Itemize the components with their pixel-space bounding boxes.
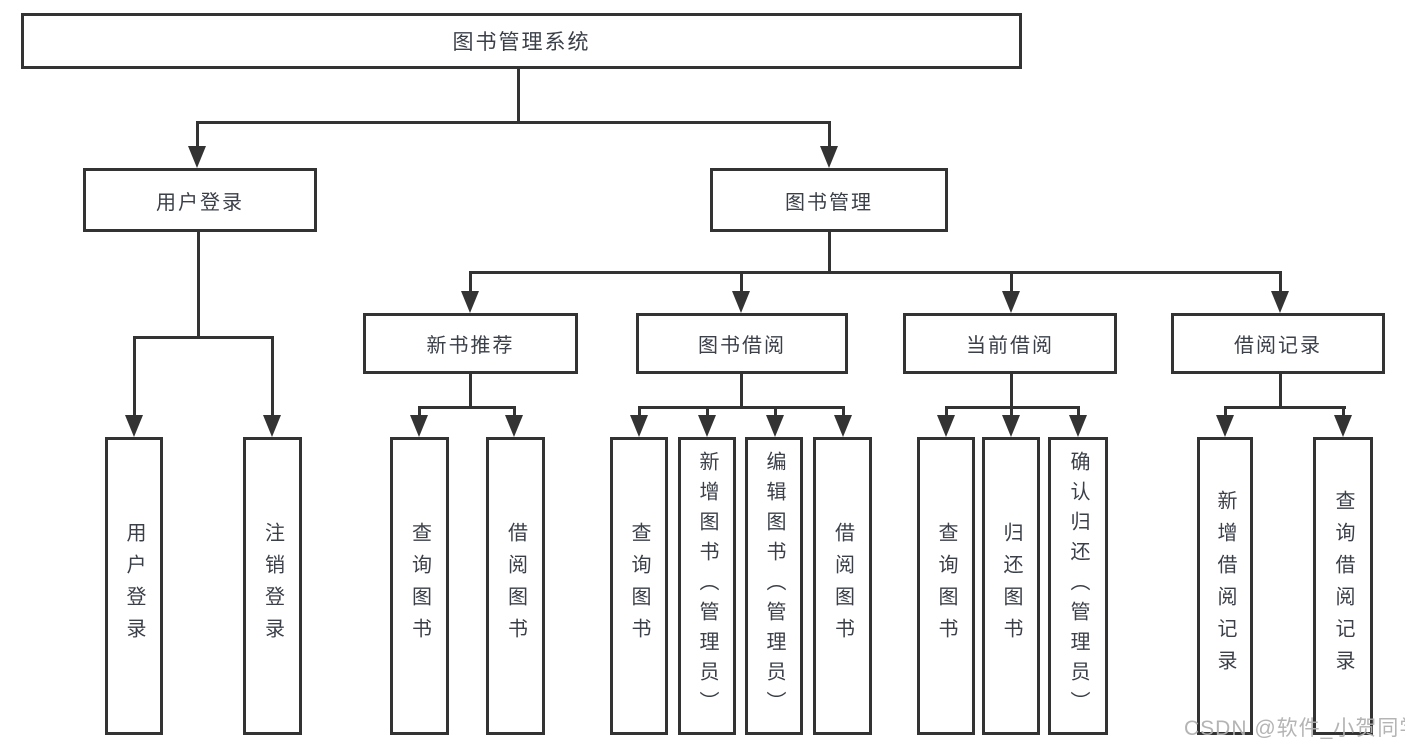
node-label: 注销登录 <box>261 522 284 650</box>
connector-line <box>469 374 472 409</box>
connector-line <box>945 406 948 417</box>
arrowhead-icon <box>410 415 428 437</box>
node-borrow-records: 借阅记录 <box>1171 313 1385 374</box>
node-label: 借阅记录 <box>1234 335 1322 357</box>
node-label: 新书推荐 <box>426 335 515 357</box>
node-label: 借阅图书 <box>831 522 854 650</box>
arrowhead-icon <box>1002 415 1020 437</box>
node-label: 新增借阅记录 <box>1214 490 1236 682</box>
connector-line <box>828 121 831 148</box>
connector-line <box>1342 406 1345 417</box>
node-label: 用户登录 <box>156 191 244 214</box>
connector-line <box>1224 406 1346 409</box>
arrowhead-icon <box>263 415 281 437</box>
node-label: 查询图书 <box>935 522 957 650</box>
connector-line <box>271 336 274 416</box>
node-label: 查询借阅记录 <box>1332 490 1354 682</box>
connector-line <box>638 406 845 409</box>
leaf-query-borrow-record: 查询借阅记录 <box>1313 437 1373 735</box>
arrowhead-icon <box>630 415 648 437</box>
connector-line <box>706 406 709 417</box>
leaf-add-borrow-record: 新增借阅记录 <box>1197 437 1253 735</box>
arrowhead-icon <box>188 146 206 168</box>
node-root-library-system: 图书管理系统 <box>21 13 1022 69</box>
arrowhead-icon <box>1216 415 1234 437</box>
connector-line <box>740 374 743 409</box>
connector-line <box>418 406 421 417</box>
node-label: 当前借阅 <box>966 335 1054 357</box>
node-label: 新增图书（管理员） <box>696 451 718 721</box>
connector-line <box>1010 406 1013 417</box>
connector-line <box>1077 406 1080 417</box>
node-label: 归还图书 <box>1000 522 1022 650</box>
arrowhead-icon <box>505 415 523 437</box>
node-label: 查询图书 <box>628 522 650 650</box>
leaf-query-books-3: 查询图书 <box>917 437 975 735</box>
connector-line <box>517 69 520 124</box>
arrowhead-icon <box>125 415 143 437</box>
connector-line <box>197 232 200 339</box>
node-label: 图书借阅 <box>698 335 786 357</box>
arrowhead-icon <box>834 415 852 437</box>
connector-line <box>842 406 845 417</box>
arrowhead-icon <box>1271 291 1289 313</box>
connector-line <box>638 406 641 417</box>
node-user-login: 用户登录 <box>83 168 317 232</box>
connector-line <box>196 121 199 148</box>
leaf-edit-book-admin: 编辑图书（管理员） <box>745 437 803 735</box>
node-label: 确认归还（管理员） <box>1067 451 1089 721</box>
connector-line <box>828 232 831 274</box>
leaf-query-books-2: 查询图书 <box>610 437 668 735</box>
connector-line <box>1279 374 1282 409</box>
connector-line <box>196 121 831 124</box>
arrowhead-icon <box>732 291 750 313</box>
node-label: 编辑图书（管理员） <box>763 451 785 721</box>
leaf-logout: 注销登录 <box>243 437 302 735</box>
node-label: 图书管理系统 <box>452 31 591 54</box>
connector-line <box>469 271 1282 274</box>
csdn-watermark: CSDN @软件_小贺同学 <box>1184 717 1405 740</box>
leaf-user-login: 用户登录 <box>105 437 163 735</box>
leaf-add-book-admin: 新增图书（管理员） <box>678 437 736 735</box>
connector-line <box>1010 271 1013 293</box>
leaf-borrow-books-1: 借阅图书 <box>486 437 545 735</box>
arrowhead-icon <box>1069 415 1087 437</box>
node-label: 查询图书 <box>408 522 431 650</box>
connector-line <box>133 336 274 339</box>
connector-line <box>1279 271 1282 293</box>
node-book-borrow: 图书借阅 <box>636 313 848 374</box>
arrowhead-icon <box>766 415 784 437</box>
connector-line <box>740 271 743 293</box>
node-label: 借阅图书 <box>504 522 527 650</box>
node-book-management: 图书管理 <box>710 168 948 232</box>
connector-line <box>513 406 516 417</box>
arrowhead-icon <box>461 291 479 313</box>
connector-line <box>1224 406 1227 417</box>
connector-line <box>469 271 472 293</box>
connector-line <box>774 406 777 417</box>
arrowhead-icon <box>820 146 838 168</box>
connector-line <box>133 336 136 416</box>
leaf-confirm-return-admin: 确认归还（管理员） <box>1048 437 1108 735</box>
leaf-borrow-books-2: 借阅图书 <box>813 437 872 735</box>
connector-line <box>418 406 516 409</box>
arrowhead-icon <box>1002 291 1020 313</box>
node-label: 用户登录 <box>123 522 145 650</box>
leaf-query-books-1: 查询图书 <box>390 437 449 735</box>
arrowhead-icon <box>937 415 955 437</box>
node-current-borrow: 当前借阅 <box>903 313 1117 374</box>
arrowhead-icon <box>698 415 716 437</box>
node-label: 图书管理 <box>785 191 873 214</box>
node-new-book-recommend: 新书推荐 <box>363 313 578 374</box>
arrowhead-icon <box>1334 415 1352 437</box>
connector-line <box>1010 374 1013 409</box>
leaf-return-books: 归还图书 <box>982 437 1040 735</box>
